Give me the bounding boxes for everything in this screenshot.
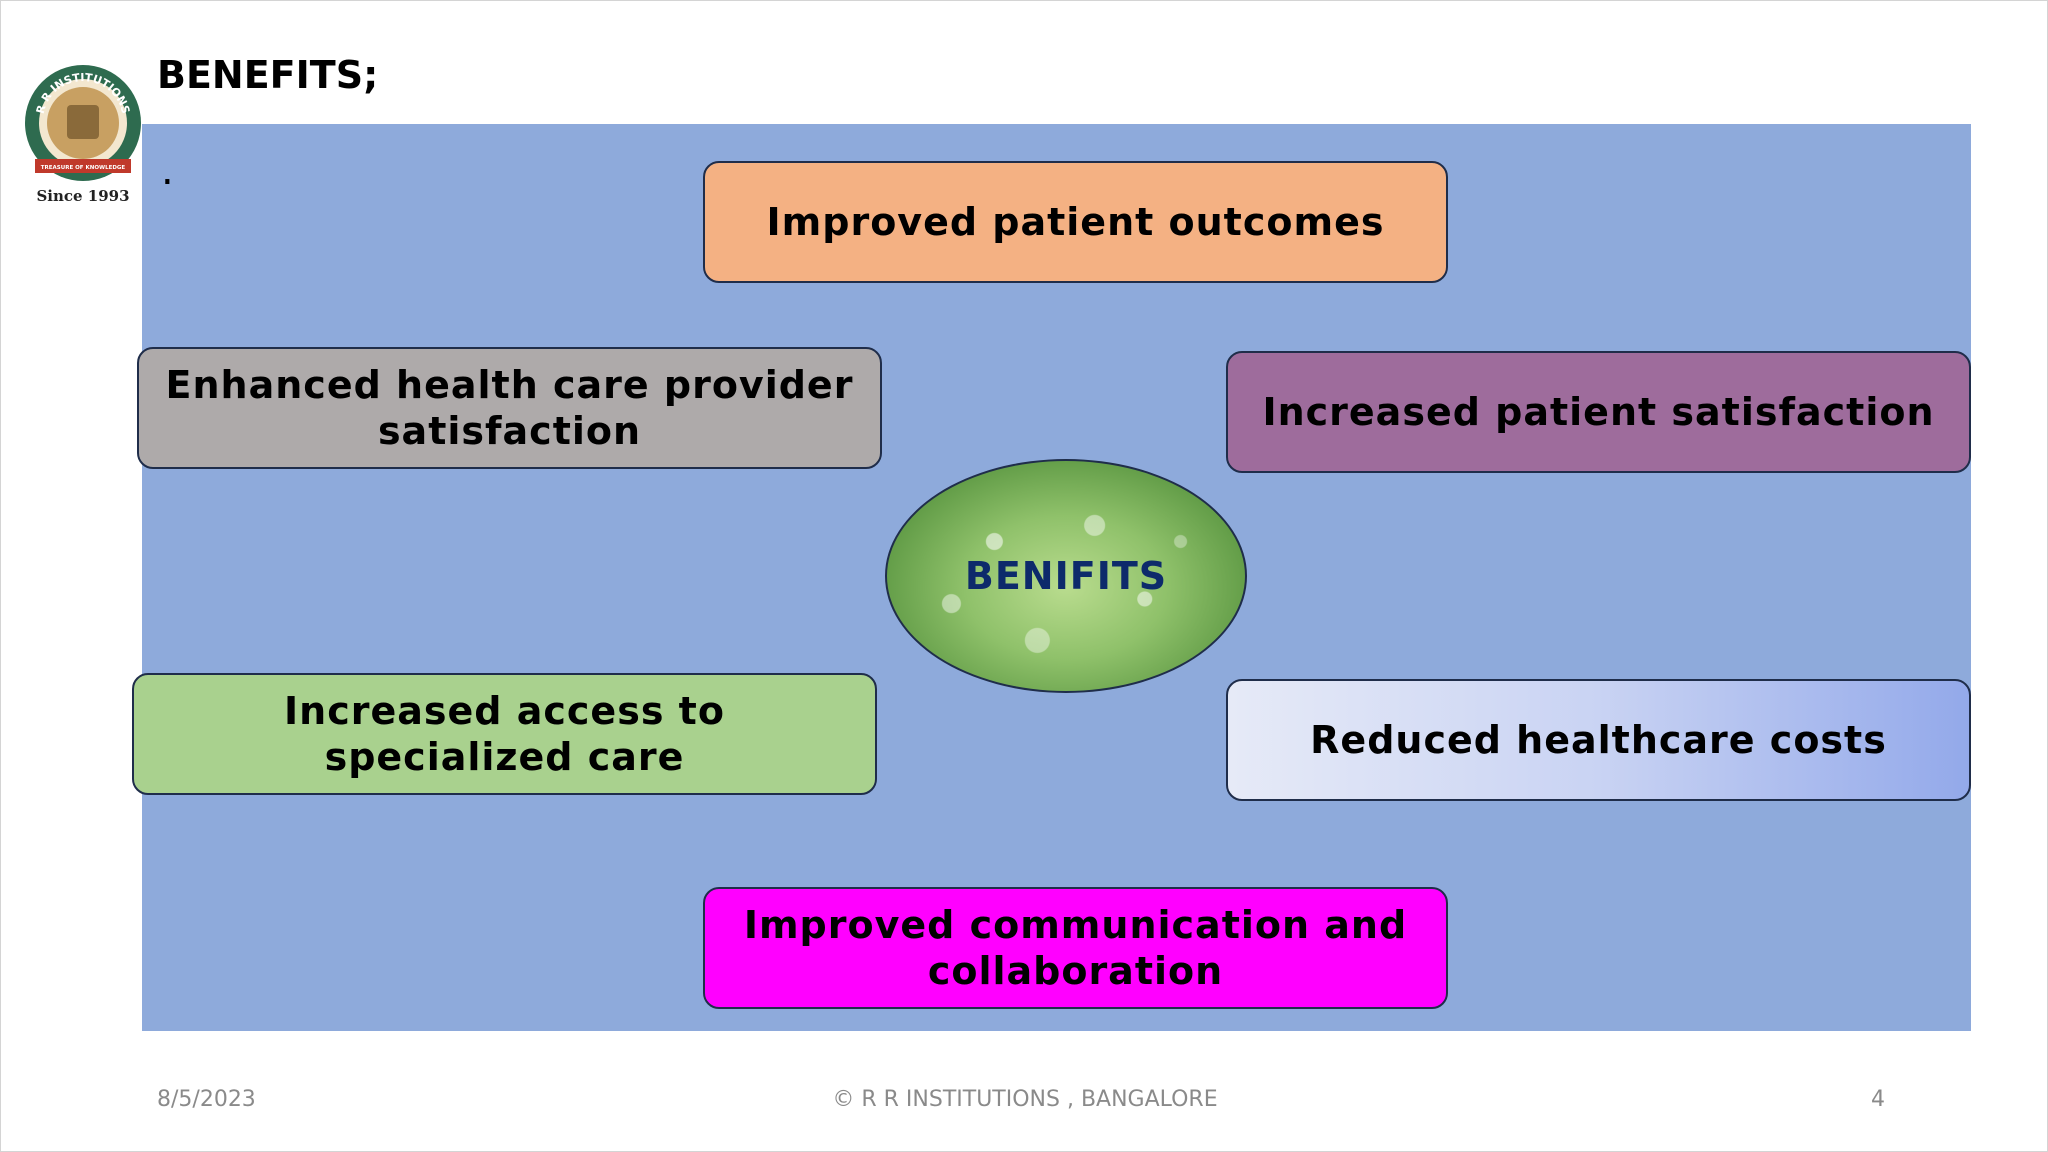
center-label: BENIFITS [964, 554, 1168, 598]
bullet-point: . [161, 148, 174, 194]
center-ellipse: BENIFITS [885, 459, 1247, 693]
benefit-label: Reduced healthcare costs [1310, 718, 1887, 762]
logo-ribbon-text: TREASURE OF KNOWLEDGE [41, 165, 126, 171]
benefit-box-patient-satisfaction: Increased patient satisfaction [1226, 351, 1971, 473]
benefit-box-communication: Improved communication and collaboration [703, 887, 1448, 1009]
logo-ribbon [35, 159, 131, 173]
logo-since-text: Since 1993 [36, 187, 129, 205]
footer-copyright: © R R INSTITUTIONS , BANGALORE [832, 1087, 1218, 1112]
footer-page-number: 4 [1871, 1087, 1885, 1112]
footer-date: 8/5/2023 [157, 1087, 256, 1112]
benefit-box-patient-outcomes: Improved patient outcomes [703, 161, 1448, 283]
benefit-box-reduced-costs: Reduced healthcare costs [1226, 679, 1971, 801]
logo-figure [67, 105, 99, 139]
benefit-label: Improved patient outcomes [766, 200, 1385, 244]
benefit-label: Increased access to specialized care [284, 689, 725, 779]
benefit-box-provider-satisfaction: Enhanced health care provider satisfacti… [137, 347, 882, 469]
benefit-box-specialized-care: Increased access to specialized care [132, 673, 877, 795]
slide-title: BENEFITS; [157, 53, 379, 97]
benefit-label: Increased patient satisfaction [1262, 390, 1935, 434]
institution-logo: R R INSTITUTIONS TREASURE OF KNOWLEDGE S… [25, 65, 141, 205]
benefit-label: Improved communication and collaboration [743, 903, 1408, 993]
benefit-label: Enhanced health care provider satisfacti… [165, 363, 854, 453]
